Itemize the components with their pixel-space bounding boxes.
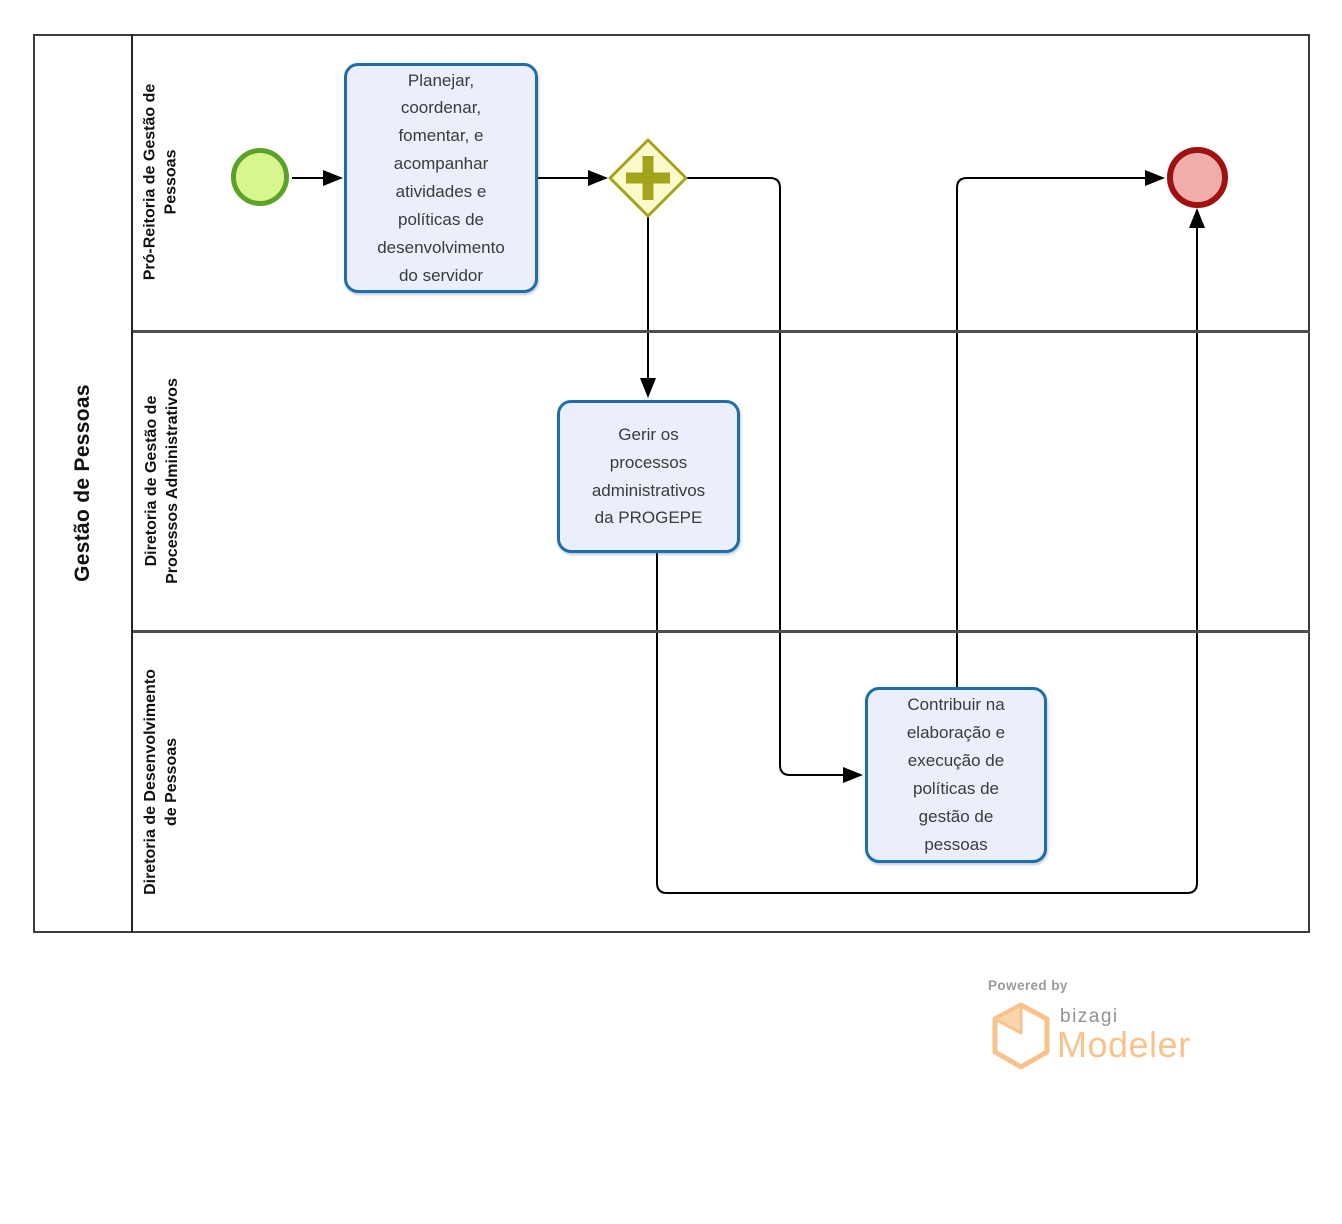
bizagi-logo-icon (992, 1002, 1050, 1070)
flow-gateway-to-contribuir (686, 177, 863, 783)
flow-gerir-to-end (656, 208, 1205, 894)
plus-icon (626, 156, 670, 200)
flow-contribuir-to-end (956, 170, 1165, 687)
task-gerir[interactable]: Gerir os processos administrativos da PR… (557, 400, 740, 553)
task-planejar[interactable]: Planejar, coordenar, fomentar, e acompan… (344, 63, 538, 293)
lane-divider-2 (133, 630, 1310, 633)
lane-divider-1 (133, 330, 1310, 333)
start-event[interactable] (231, 148, 289, 206)
powered-by-label: Powered by (988, 978, 1068, 993)
pool-gestao-de-pessoas (33, 34, 1310, 933)
task-contribuir[interactable]: Contribuir na elaboração e execução de p… (865, 687, 1047, 863)
pool-header (33, 34, 133, 933)
bizagi-wordmark: bizagi (1060, 1006, 1119, 1027)
end-event[interactable] (1167, 147, 1228, 208)
modeler-wordmark: Modeler (1057, 1024, 1191, 1065)
parallel-gateway[interactable] (608, 138, 688, 218)
